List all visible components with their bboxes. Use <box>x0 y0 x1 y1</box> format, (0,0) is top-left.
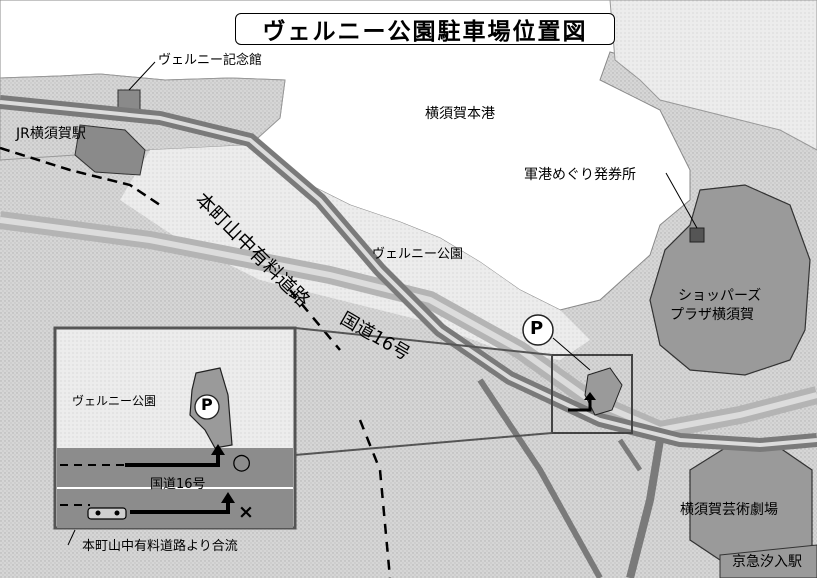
theater-label: 横須賀芸術劇場 <box>680 502 778 518</box>
inset-connector <box>294 327 553 456</box>
leader-parking <box>552 337 591 371</box>
map-title: ヴェルニー公園駐車場位置図 <box>262 19 588 45</box>
inset-arrow-ng <box>130 500 230 514</box>
inset-note-leader <box>67 529 76 546</box>
verny-memorial-building <box>117 89 141 111</box>
leader-verny-memorial <box>128 61 156 91</box>
parking-arrow-small-head <box>584 392 596 400</box>
map-title-box: ヴェルニー公園駐車場位置図 <box>235 13 615 45</box>
park-area <box>120 145 590 360</box>
inset-parking-circle <box>194 394 220 420</box>
jr-station-building <box>74 124 146 176</box>
road-inner <box>0 217 817 434</box>
keikyu-station-label: 京急汐入駅 <box>732 554 802 570</box>
yokosuka-port-label: 横須賀本港 <box>425 106 495 122</box>
jr-station-label: JR横須賀駅 <box>16 126 86 142</box>
inset-land <box>57 330 293 448</box>
parking-lot-shape <box>584 367 623 416</box>
inset-ng-mark: × <box>238 501 254 523</box>
inset-arrow-ok-head <box>211 444 225 455</box>
verny-memorial-label: ヴェルニー記念館 <box>158 53 263 68</box>
road-branch-southwest <box>477 378 603 578</box>
leader-cruise <box>665 172 698 229</box>
road-branch-small <box>617 438 643 472</box>
inset-ok-mark: ○ <box>232 450 252 475</box>
car-wheel-icon-left <box>95 510 101 516</box>
keikyu-building <box>719 544 817 578</box>
inset-parking-label: P <box>201 395 213 414</box>
inset-arrow-ng-head <box>221 492 235 503</box>
inset-dashed-lane <box>60 464 125 506</box>
shoppers-label-2: プラザ横須賀 <box>670 307 754 323</box>
rail-line-keikyu-2 <box>358 419 392 578</box>
verny-park-label: ヴェルニー公園 <box>372 247 464 262</box>
road-branch-south <box>626 439 664 578</box>
expressway-edge <box>0 100 817 448</box>
parking-zone-box <box>551 354 633 434</box>
inset-park-label: ヴェルニー公園 <box>72 394 157 408</box>
cruise-ticket-label: 軍港めぐり発券所 <box>524 167 636 183</box>
inset-merge-note: 本町山中有料道路より合流 <box>82 539 238 554</box>
inset-route16-label: 国道16号 <box>150 477 206 492</box>
rail-line-keikyu-1 <box>289 289 341 351</box>
shoppers-label-1: ショッパーズ <box>678 288 762 304</box>
pier-area <box>609 0 817 151</box>
parking-arrow-small <box>568 398 592 412</box>
rail-line-jr <box>0 146 161 207</box>
parking-circle <box>522 314 554 346</box>
parking-label: P <box>530 318 544 339</box>
car-wheel-icon-right <box>114 510 120 516</box>
inset-arrow-ok <box>125 452 220 467</box>
cruise-ticket-building <box>689 227 705 243</box>
car-icon <box>87 507 127 520</box>
